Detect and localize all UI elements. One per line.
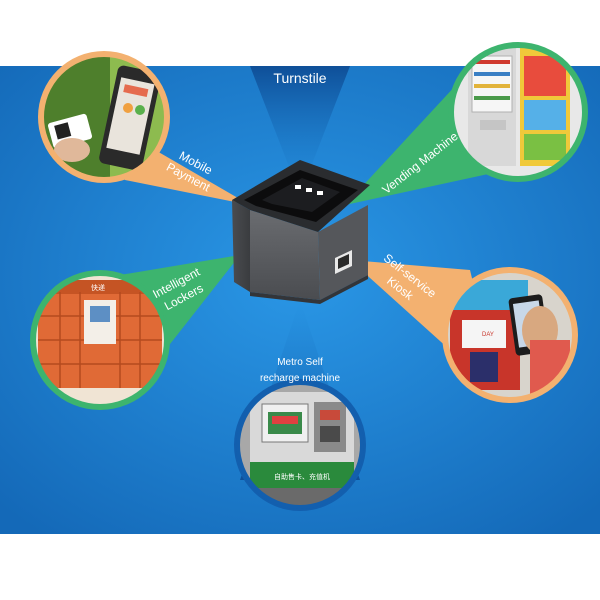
scanner-device (232, 160, 370, 304)
metro-sign: 自助售卡、充值机 (274, 472, 330, 481)
metro-recharge-vignette: 自助售卡、充值机 (234, 379, 366, 511)
vending-machine-vignette (448, 42, 588, 182)
mobile-payment-vignette (38, 51, 170, 183)
turnstile-label: Turnstile (273, 70, 326, 86)
metro-label-line2: recharge machine (260, 373, 340, 384)
kiosk-sign: DAY (482, 332, 494, 338)
locker-sign: 快递 (91, 283, 105, 292)
self-service-kiosk-vignette: DAY (442, 267, 578, 403)
metro-label-line1: Metro Self (277, 357, 323, 368)
intelligent-lockers-vignette: 快递 (30, 270, 170, 410)
turnstile-wedge (250, 66, 350, 195)
